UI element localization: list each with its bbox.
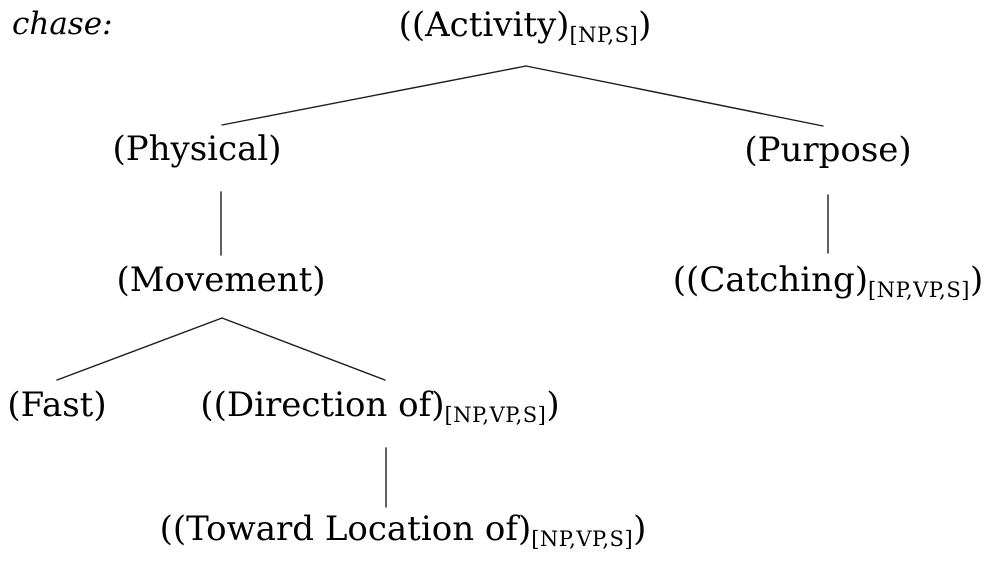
node-subscript: [NP,VP,S] [444, 402, 547, 427]
edge-movement-direction [221, 317, 386, 381]
tree-node-fast: (Fast) [7, 384, 106, 427]
tree-node-purpose: (Purpose) [744, 129, 911, 172]
node-subscript: [NP,S] [569, 22, 639, 47]
node-text: (Movement) [116, 260, 326, 300]
node-subscript: [NP,VP,S] [531, 526, 634, 551]
edge-activity-physical [221, 65, 527, 126]
node-text: ((Catching) [672, 260, 869, 300]
node-subscript: [NP,VP,S] [868, 277, 970, 302]
edge-activity-purpose [525, 65, 824, 127]
node-text: ((Toward Location of) [159, 509, 532, 549]
node-text: (Physical) [112, 129, 282, 169]
word-label: chase: [12, 6, 113, 42]
tree-node-activity: ((Activity)[NP,S]) [399, 4, 652, 47]
node-text: (Purpose) [744, 130, 912, 170]
node-close: ) [969, 260, 984, 300]
edge-movement-fast [56, 317, 223, 381]
tree-node-toward: ((Toward Location of)[NP,VP,S]) [160, 508, 647, 551]
tree-node-movement: (Movement) [116, 259, 325, 302]
node-close: ) [638, 5, 652, 45]
node-text: ((Direction of) [200, 385, 445, 425]
node-close: ) [546, 385, 560, 425]
node-text: (Fast) [7, 385, 107, 425]
tree-node-catching: ((Catching)[NP,VP,S]) [673, 259, 983, 302]
node-close: ) [633, 509, 647, 549]
node-text: ((Activity) [398, 5, 570, 45]
tree-node-direction: ((Direction of)[NP,VP,S]) [200, 384, 559, 427]
tree-node-physical: (Physical) [112, 128, 281, 171]
